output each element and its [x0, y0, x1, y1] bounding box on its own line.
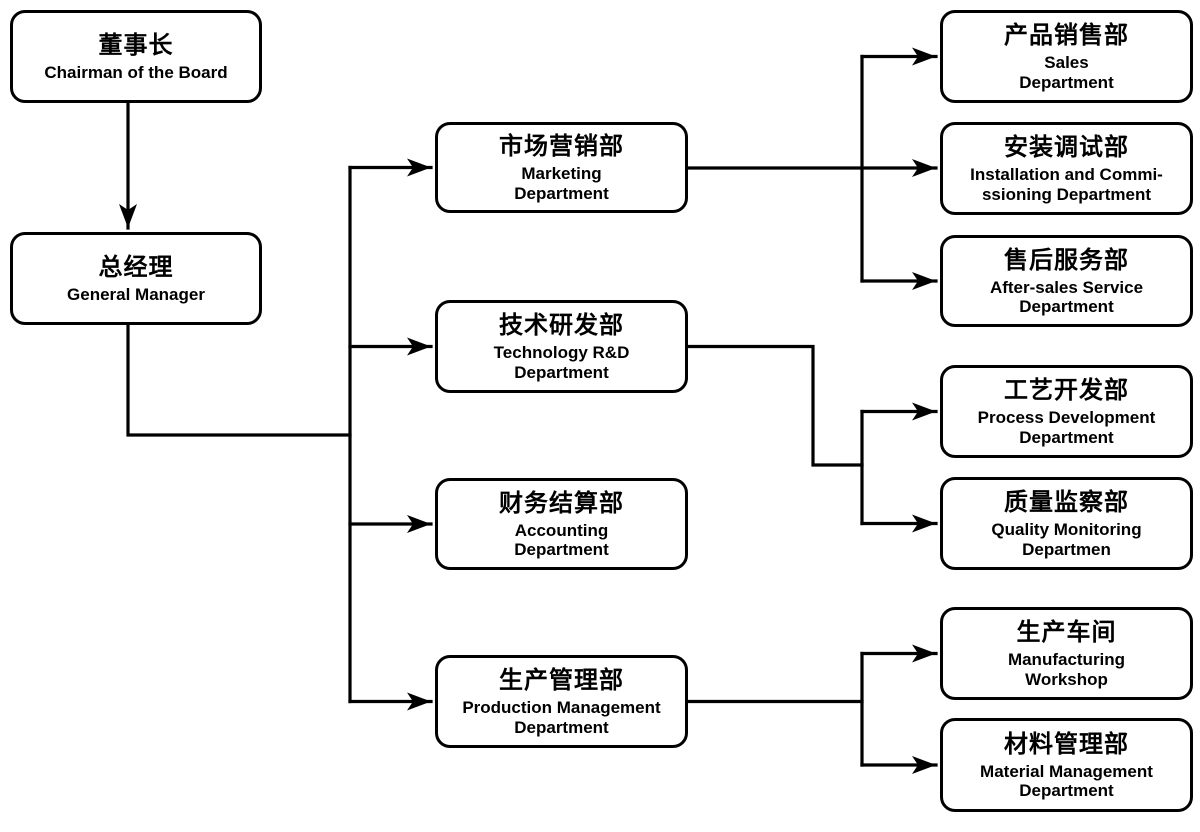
node-title-zh: 市场营销部 [499, 133, 624, 160]
node-production-management-dept: 生产管理部 Production Management Department [435, 655, 688, 748]
node-title-zh: 工艺开发部 [1004, 377, 1129, 404]
node-title-zh: 安装调试部 [1004, 134, 1129, 161]
node-subtitle-en: Technology R&D Department [493, 343, 630, 382]
node-process-development-dept: 工艺开发部 Process Development Department [940, 365, 1193, 458]
node-after-sales-service-dept: 售后服务部 After-sales Service Department [940, 235, 1193, 327]
node-subtitle-en: Sales Department [1019, 53, 1114, 92]
node-subtitle-en: Installation and Commi- ssioning Departm… [970, 165, 1163, 204]
node-subtitle-en: Accounting Department [514, 520, 609, 560]
node-material-management-dept: 材料管理部 Material Management Department [940, 718, 1193, 812]
node-title-zh: 生产车间 [1016, 619, 1117, 646]
node-subtitle-en: Material Management Department [980, 761, 1153, 801]
node-subtitle-en: Marketing Department [514, 164, 609, 203]
node-subtitle-en: Quality Monitoring Departmen [991, 520, 1142, 559]
node-title-zh: 董事长 [98, 31, 174, 59]
node-technology-rd-dept: 技术研发部 Technology R&D Department [435, 300, 688, 393]
node-title-zh: 产品销售部 [1004, 22, 1129, 49]
node-title-zh: 生产管理部 [499, 667, 624, 694]
node-subtitle-en: Manufacturing Workshop [1007, 650, 1126, 689]
node-title-zh: 质量监察部 [1004, 489, 1129, 516]
node-marketing-dept: 市场营销部 Marketing Department [435, 122, 688, 213]
node-general-manager: 总经理 General Manager [10, 232, 262, 325]
node-sales-dept: 产品销售部 Sales Department [940, 10, 1193, 103]
node-subtitle-en: After-sales Service Department [989, 277, 1144, 317]
node-subtitle-en: General Manager [67, 284, 205, 304]
node-subtitle-en: Chairman of the Board [44, 62, 228, 82]
node-subtitle-en: Production Management Department [462, 698, 661, 737]
node-installation-commissioning-dept: 安装调试部 Installation and Commi- ssioning D… [940, 122, 1193, 215]
node-title-zh: 技术研发部 [499, 312, 624, 339]
node-subtitle-en: Process Development Department [977, 408, 1156, 447]
node-title-zh: 售后服务部 [1004, 246, 1129, 274]
node-title-zh: 材料管理部 [1004, 730, 1129, 758]
node-quality-monitoring-dept: 质量监察部 Quality Monitoring Departmen [940, 477, 1193, 570]
edge-gm-elbow [126, 323, 352, 437]
node-manufacturing-workshop: 生产车间 Manufacturing Workshop [940, 607, 1193, 700]
node-title-zh: 财务结算部 [499, 489, 624, 517]
edge-tech-elbow [686, 344, 864, 467]
node-title-zh: 总经理 [98, 253, 174, 281]
node-chairman: 董事长 Chairman of the Board [10, 10, 262, 103]
node-accounting-dept: 财务结算部 Accounting Department [435, 478, 688, 570]
